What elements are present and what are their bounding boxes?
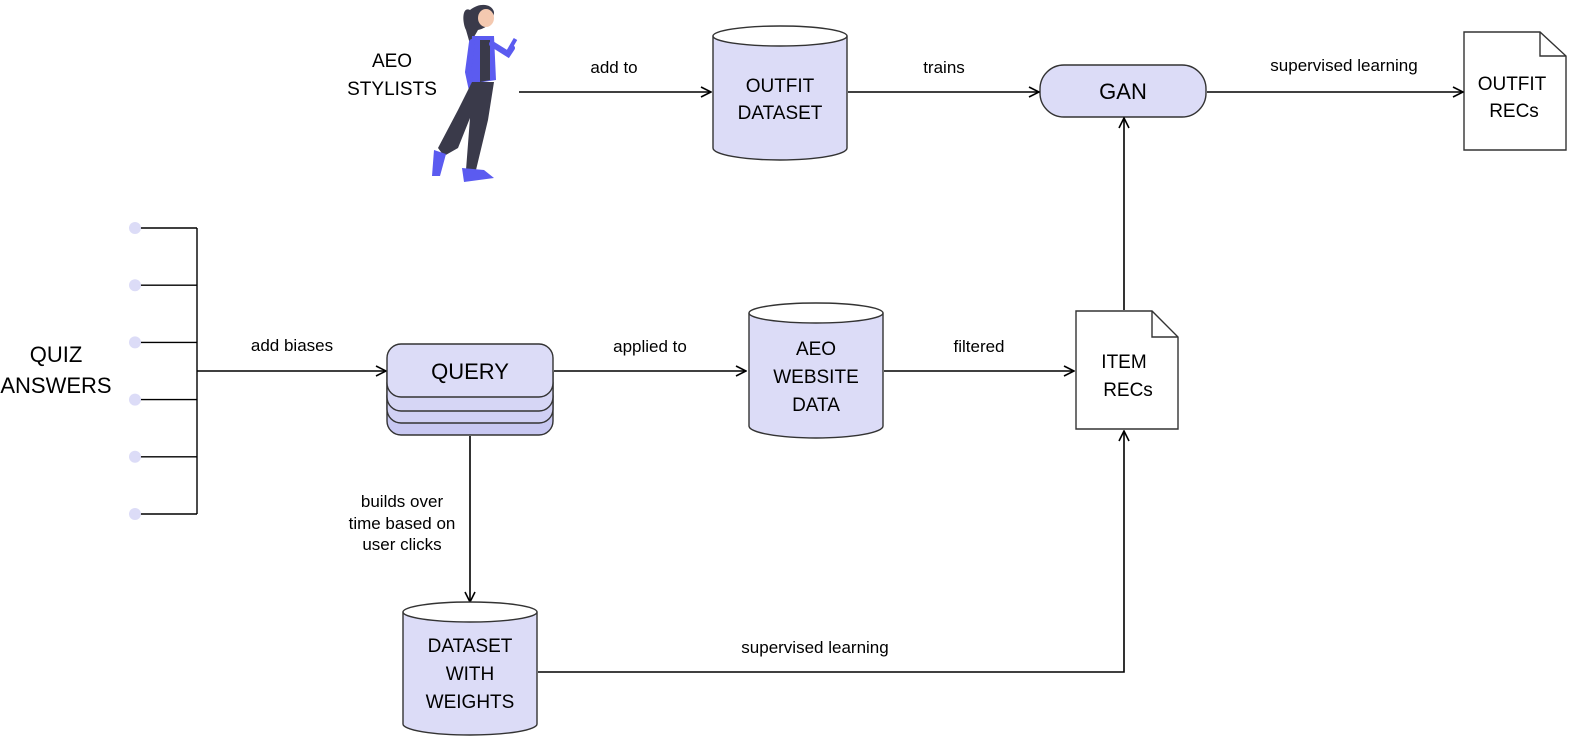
stylists-label-line2: STYLISTS bbox=[347, 79, 437, 100]
gan-node: GAN bbox=[1039, 64, 1207, 118]
quiz-input-dot bbox=[129, 393, 141, 406]
website-data-label-line3: DATA bbox=[792, 395, 840, 416]
item-recs-node: ITEM RECs bbox=[1075, 310, 1179, 430]
weights-label-line2: WITH bbox=[446, 664, 495, 685]
item-recs-label-line2: RECs bbox=[1103, 380, 1153, 401]
edge-label-builds-line2: time based on bbox=[349, 514, 456, 533]
edge-label-builds-line3: user clicks bbox=[362, 535, 441, 554]
item-recs-label-line1: ITEM bbox=[1101, 352, 1146, 373]
edge-weights-to-item-recs bbox=[538, 431, 1124, 673]
outfit-recs-label-line1: OUTFIT bbox=[1478, 74, 1547, 95]
quiz-input-dot bbox=[129, 508, 141, 520]
dataset-with-weights-node: DATASET WITH WEIGHTS bbox=[402, 601, 538, 736]
edge-label-applied-to: applied to bbox=[613, 337, 687, 356]
quiz-input-dot bbox=[129, 336, 141, 349]
quiz-inputs-bracket bbox=[129, 222, 198, 520]
edge-label-supervised-top: supervised learning bbox=[1270, 56, 1417, 75]
quiz-input-dot bbox=[129, 222, 141, 234]
website-data-label-line2: WEBSITE bbox=[773, 367, 859, 388]
quiz-label-line2: ANSWERS bbox=[0, 373, 111, 398]
outfit-dataset-node: OUTFIT DATASET bbox=[712, 25, 848, 161]
weights-label-line1: DATASET bbox=[428, 636, 513, 657]
edge-label-supervised-bottom: supervised learning bbox=[741, 638, 888, 657]
quiz-input-dot bbox=[129, 279, 141, 292]
stylist-figure-icon bbox=[432, 4, 518, 182]
edge-label-trains: trains bbox=[923, 58, 965, 77]
outfit-recs-label-line2: RECs bbox=[1489, 101, 1539, 122]
query-label: QUERY bbox=[431, 359, 509, 384]
outfit-dataset-label-line2: DATASET bbox=[738, 103, 823, 124]
stylists-label-line1: AEO bbox=[372, 51, 412, 72]
query-node: QUERY bbox=[386, 343, 554, 436]
outfit-dataset-label-line1: OUTFIT bbox=[746, 76, 815, 97]
gan-label: GAN bbox=[1099, 79, 1147, 104]
edge-label-filtered: filtered bbox=[953, 337, 1004, 356]
edge-label-add-biases: add biases bbox=[251, 336, 333, 355]
edge-label-builds-line1: builds over bbox=[361, 492, 444, 511]
quiz-label-line1: QUIZ bbox=[30, 342, 83, 367]
edge-label-add-to: add to bbox=[590, 58, 637, 77]
quiz-input-dot bbox=[129, 450, 141, 463]
weights-label-line3: WEIGHTS bbox=[426, 692, 515, 713]
aeo-website-data-node: AEO WEBSITE DATA bbox=[748, 302, 884, 439]
outfit-recs-node: OUTFIT RECs bbox=[1463, 31, 1567, 151]
website-data-label-line1: AEO bbox=[796, 339, 836, 360]
